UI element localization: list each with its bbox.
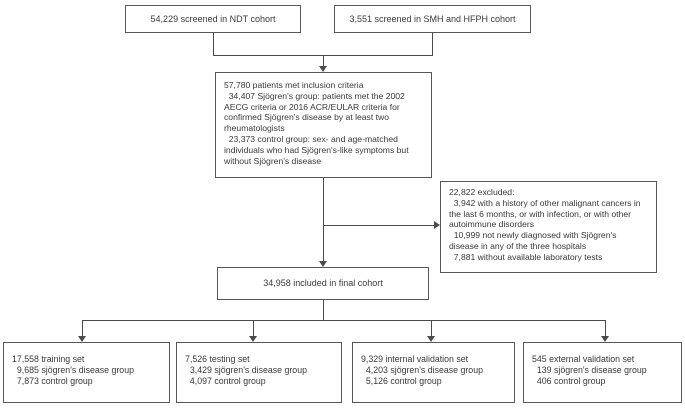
- connector-internal-validation-vertical: [431, 320, 432, 337]
- connector-distributor-horizontal: [82, 320, 606, 321]
- connector-external-validation-vertical: [605, 320, 606, 337]
- ndt-screened-text: 54,229 screened in NDT cohort: [150, 13, 276, 24]
- box-testing-set: 7,526 testing set 3,429 sjögren's diseas…: [176, 342, 342, 403]
- box-internal-validation-set: 9,329 internal validation set 4,203 sjög…: [352, 342, 515, 403]
- excluded-cancers-line: 3,942 with a history of other malignant …: [449, 197, 643, 230]
- excluded-no-lab-tests-line: 7,881 without available laboratory tests: [449, 251, 603, 262]
- arrow-down-to-final: [319, 261, 327, 267]
- arrow-down-to-inclusion: [319, 66, 327, 72]
- box-external-validation-set: 545 external validation set 139 sjögren'…: [523, 342, 682, 403]
- box-smh-hfph-screened: 3,551 screened in SMH and HFPH cohort: [334, 5, 531, 33]
- training-set-sjogrens: 9,685 sjögren's disease group: [12, 365, 134, 375]
- box-ndt-screened: 54,229 screened in NDT cohort: [125, 5, 301, 33]
- arrow-down-to-external-validation: [601, 336, 609, 342]
- arrow-down-to-training: [78, 336, 86, 342]
- smh-hfph-screened-text: 3,551 screened in SMH and HFPH cohort: [349, 13, 516, 24]
- connector-ndt-vertical: [213, 33, 214, 55]
- connector-excluded-branch: [323, 225, 434, 226]
- inclusion-total-line: 57,780 patients met inclusion criteria: [224, 80, 364, 90]
- testing-set-control: 4,097 control group: [185, 376, 266, 386]
- connector-to-inclusion-vertical: [323, 55, 324, 67]
- connector-from-final-vertical: [323, 300, 324, 320]
- inclusion-control-group-line: 23,373 control group: sex- and age-match…: [224, 133, 411, 166]
- connector-testing-vertical: [253, 320, 254, 337]
- testing-set-sjogrens: 3,429 sjögren's disease group: [185, 365, 307, 375]
- external-validation-total: 545 external validation set: [532, 354, 635, 364]
- inclusion-sjogrens-group-line: 34,407 Sjögren's group: patients met the…: [224, 90, 407, 134]
- excluded-not-newly-diagnosed-line: 10,999 not newly diagnosed with Sjögren'…: [449, 230, 619, 251]
- internal-validation-control: 5,126 control group: [361, 376, 442, 386]
- excluded-total-line: 22,822 excluded:: [449, 187, 515, 197]
- external-validation-sjogrens: 139 sjögren's disease group: [532, 365, 647, 375]
- testing-set-total: 7,526 testing set: [185, 354, 250, 364]
- box-excluded: 22,822 excluded: 3,942 with a history of…: [440, 181, 657, 273]
- arrow-down-to-testing: [249, 336, 257, 342]
- box-training-set: 17,558 training set 9,685 sjögren's dise…: [3, 342, 170, 403]
- arrow-down-to-internal-validation: [427, 336, 435, 342]
- box-inclusion-criteria: 57,780 patients met inclusion criteria 3…: [215, 72, 432, 178]
- training-set-total: 17,558 training set: [12, 354, 85, 364]
- connector-smh-vertical: [432, 33, 433, 55]
- connector-to-final-vertical: [323, 178, 324, 262]
- internal-validation-total: 9,329 internal validation set: [361, 354, 469, 364]
- internal-validation-sjogrens: 4,203 sjögren's disease group: [361, 365, 483, 375]
- training-set-control: 7,873 control group: [12, 376, 93, 386]
- connector-training-vertical: [82, 320, 83, 337]
- box-final-cohort: 34,958 included in final cohort: [217, 267, 429, 300]
- final-cohort-text: 34,958 included in final cohort: [263, 278, 383, 288]
- arrow-right-to-excluded: [434, 221, 440, 229]
- external-validation-control: 406 control group: [532, 376, 606, 386]
